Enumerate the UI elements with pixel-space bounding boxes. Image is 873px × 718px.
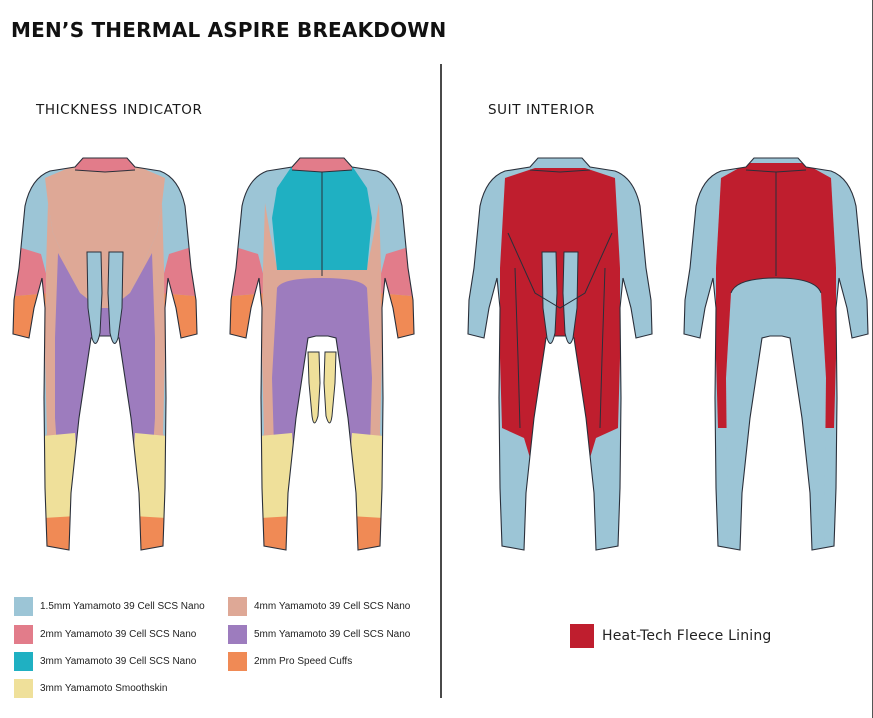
legend-swatch	[228, 652, 247, 671]
legend-item-5mm-nano: 5mm Yamamoto 39 Cell SCS Nano	[228, 625, 410, 644]
legend-item-2mm-nano: 2mm Yamamoto 39 Cell SCS Nano	[14, 625, 196, 644]
legend-item-1-5mm-nano: 1.5mm Yamamoto 39 Cell SCS Nano	[14, 597, 205, 616]
legend-label: 3mm Yamamoto 39 Cell SCS Nano	[40, 656, 197, 667]
thickness-suit-back	[229, 157, 415, 551]
legend-swatch	[228, 625, 247, 644]
legend-swatch	[228, 597, 247, 616]
legend-item-3mm-smoothskin: 3mm Yamamoto Smoothskin	[14, 679, 167, 698]
legend-swatch	[14, 652, 33, 671]
legend-item-speed-cuffs: 2mm Pro Speed Cuffs	[228, 652, 352, 671]
legend-label: Heat-Tech Fleece Lining	[602, 628, 772, 644]
section-divider	[440, 64, 442, 698]
legend-swatch	[14, 597, 33, 616]
interior-suit-back	[683, 157, 869, 551]
thickness-indicator-heading: THICKNESS INDICATOR	[36, 102, 203, 118]
legend-label: 1.5mm Yamamoto 39 Cell SCS Nano	[40, 601, 205, 612]
legend-label: 3mm Yamamoto Smoothskin	[40, 683, 168, 694]
legend-item-3mm-nano: 3mm Yamamoto 39 Cell SCS Nano	[14, 652, 196, 671]
page-title: MEN’S THERMAL ASPIRE BREAKDOWN	[11, 18, 447, 42]
legend-label: 2mm Yamamoto 39 Cell SCS Nano	[40, 629, 197, 640]
legend-swatch	[14, 625, 33, 644]
suit-interior-heading: SUIT INTERIOR	[488, 102, 595, 118]
legend-swatch	[570, 624, 594, 648]
thickness-suit-front	[12, 157, 198, 551]
legend-item-fleece-lining: Heat-Tech Fleece Lining	[570, 624, 772, 648]
legend-item-4mm-nano: 4mm Yamamoto 39 Cell SCS Nano	[228, 597, 410, 616]
legend-label: 4mm Yamamoto 39 Cell SCS Nano	[254, 601, 411, 612]
legend-label: 2mm Pro Speed Cuffs	[254, 656, 353, 667]
legend-label: 5mm Yamamoto 39 Cell SCS Nano	[254, 629, 411, 640]
legend-swatch	[14, 679, 33, 698]
interior-suit-front	[467, 157, 653, 551]
